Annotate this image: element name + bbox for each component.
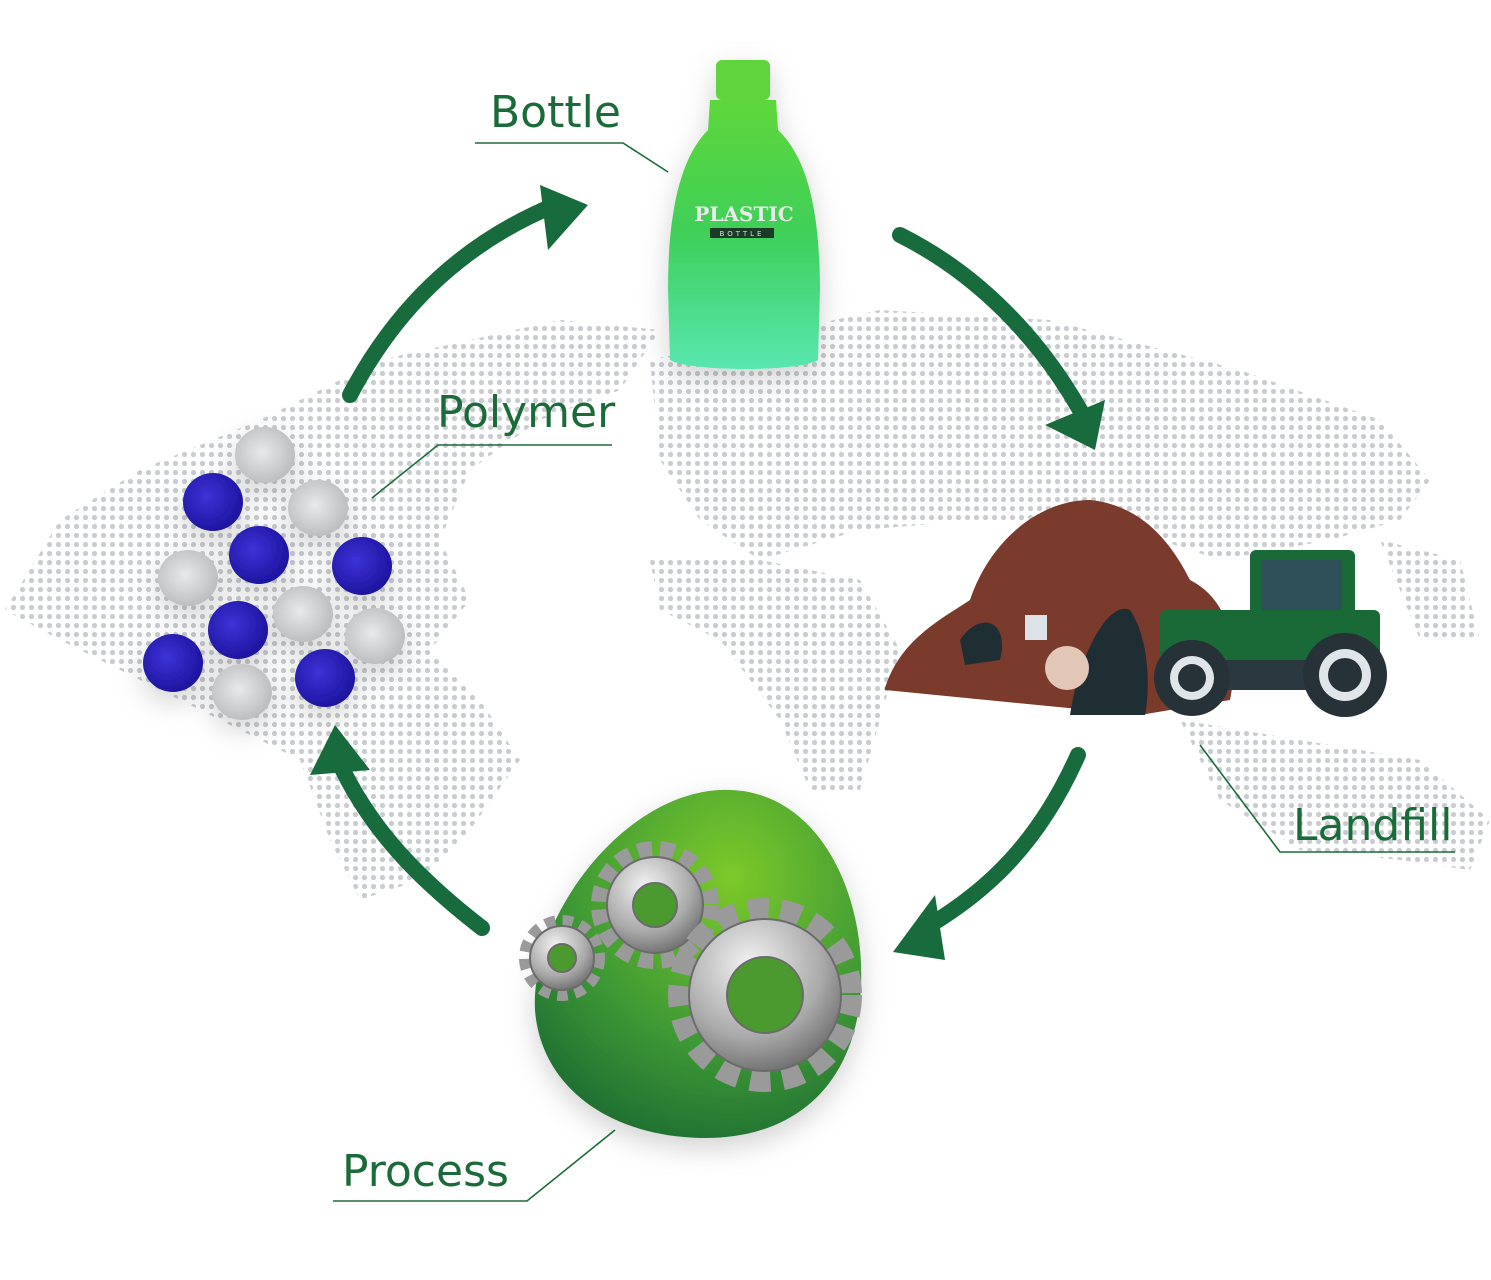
plastic-bottle-illustration: PLASTIC BOTTLE — [668, 60, 820, 369]
stage-label-bottle: Bottle — [475, 87, 669, 173]
polymer-pellets — [143, 427, 405, 720]
arrow-landfill-to-process — [917, 747, 1086, 936]
label-text: Bottle — [490, 87, 621, 138]
stage-label-landfill: Landfill — [1199, 744, 1455, 853]
landfill-illustration — [885, 500, 1387, 717]
label-text: Landfill — [1293, 800, 1452, 851]
gear-icon — [519, 841, 862, 1092]
bottle-sub-text: BOTTLE — [720, 230, 765, 238]
tractor — [1154, 550, 1387, 717]
label-text: Polymer — [437, 387, 616, 438]
stage-label-polymer: Polymer — [371, 387, 616, 499]
arrow-process-to-polymer — [330, 752, 490, 936]
cycle-arrows — [310, 185, 1105, 960]
arrow-polymer-to-bottle — [342, 197, 563, 403]
process-illustration — [519, 789, 862, 1139]
stage-label-process: Process — [333, 1129, 616, 1202]
arrow-bottle-to-landfill — [892, 227, 1088, 418]
bottle-brand-text: PLASTIC — [694, 202, 793, 226]
label-text: Process — [342, 1146, 509, 1197]
